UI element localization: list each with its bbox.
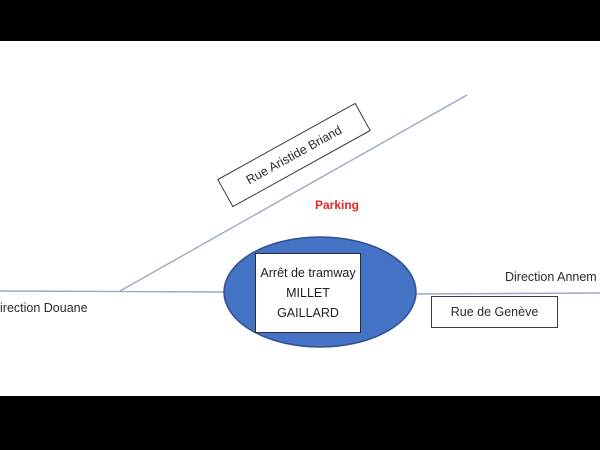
map-drawing [0,94,600,348]
parking-label: Parking [315,198,360,212]
diagram-canvas: Rue Aristide Briand Parking Arrêt de tra… [0,41,600,396]
road-rue-aristide-briand [119,94,468,292]
road-left [0,290,233,293]
road-right [414,292,600,295]
tram-stop-name-line2: GAILLARD [277,306,339,320]
tram-stop-name-line1: MILLET [286,286,330,300]
direction-annemasse-label: Direction Annem [505,270,597,284]
direction-douane-label: irection Douane [0,301,88,315]
tram-stop-box: Arrêt de tramway MILLET GAILLARD [255,253,361,333]
rue-de-geneve-label: Rue de Genève [450,305,539,319]
tram-stop-title: Arrêt de tramway [260,266,356,280]
rue-de-geneve-sign: Rue de Genève [431,296,558,328]
